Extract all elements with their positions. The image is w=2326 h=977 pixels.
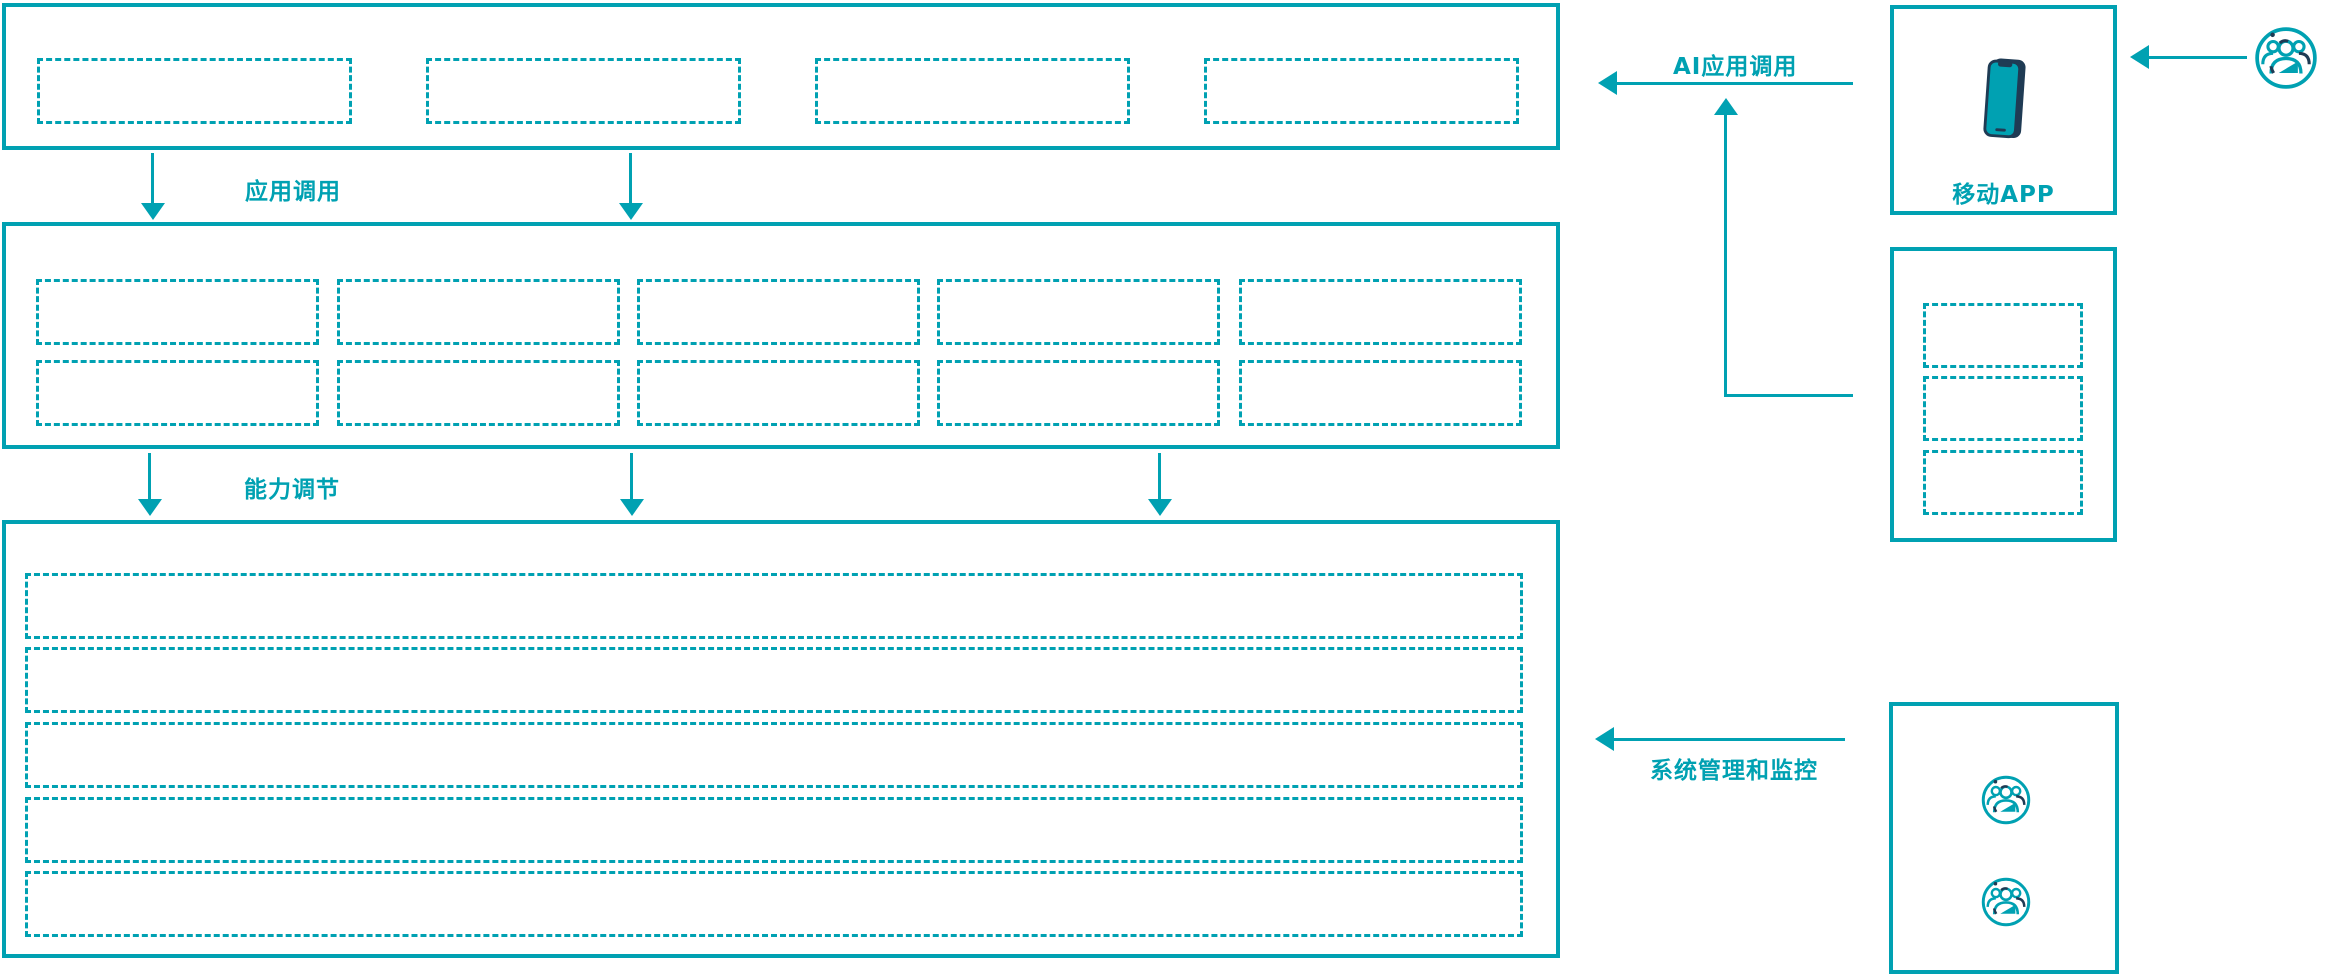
mobile-phone-icon (1982, 57, 2028, 145)
placeholder-row (25, 573, 1523, 639)
placeholder-box (1204, 58, 1519, 124)
placeholder-box (937, 360, 1220, 426)
placeholder-row (25, 647, 1523, 713)
placeholder-box (1239, 279, 1522, 345)
placeholder-box (36, 279, 319, 345)
capability-adjust-label: 能力调节 (244, 477, 340, 503)
placeholder-box (637, 279, 920, 345)
placeholder-box (637, 360, 920, 426)
ai-app-call-label: AI应用调用 (1673, 54, 1798, 80)
placeholder-box (337, 279, 620, 345)
user-group-icon (1980, 876, 2032, 928)
placeholder-box (937, 279, 1220, 345)
placeholder-box (337, 360, 620, 426)
user-group-icon (2253, 25, 2319, 91)
admin-users-box (1889, 702, 2119, 974)
placeholder-row (25, 797, 1523, 863)
placeholder-box (1923, 376, 2083, 441)
middle-layer-box (2, 222, 1560, 449)
placeholder-row (25, 871, 1523, 937)
top-layer-box (2, 3, 1560, 150)
user-group-icon (1980, 774, 2032, 826)
placeholder-box (1923, 450, 2083, 515)
bottom-layer-box (2, 520, 1560, 958)
right-panel-box (1890, 247, 2117, 542)
placeholder-box (37, 58, 352, 124)
system-management-label: 系统管理和监控 (1650, 758, 1818, 784)
placeholder-row (25, 722, 1523, 788)
placeholder-box (36, 360, 319, 426)
placeholder-box (1239, 360, 1522, 426)
placeholder-box (426, 58, 741, 124)
mobile-app-label: 移动APP (1952, 182, 2055, 208)
placeholder-box (1923, 303, 2083, 368)
placeholder-box (815, 58, 1130, 124)
app-call-label: 应用调用 (245, 179, 341, 205)
mobile-app-box: 移动APP (1890, 5, 2117, 215)
